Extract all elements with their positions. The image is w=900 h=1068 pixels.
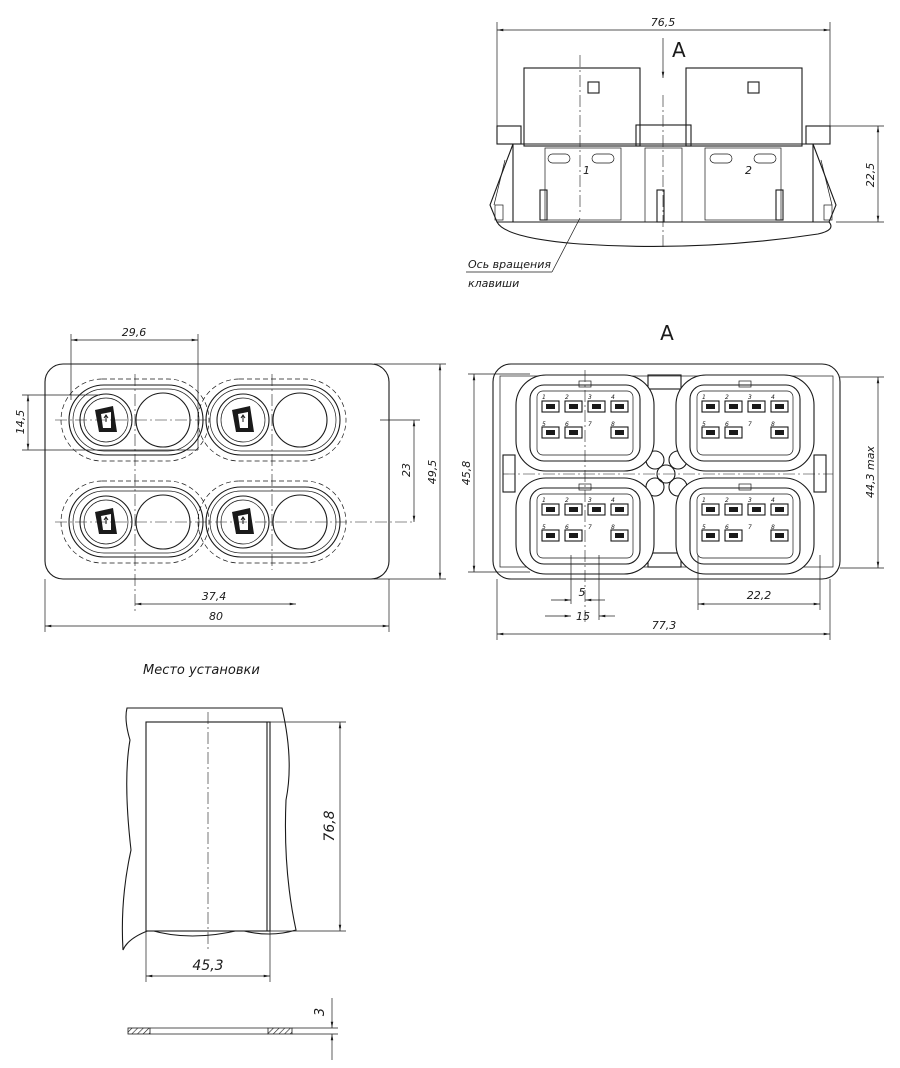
pin-label: 4 (771, 394, 775, 401)
dim-height: 49,5 (426, 460, 439, 485)
top-right-number: 2 (745, 164, 752, 177)
pin-label: 6 (565, 524, 569, 531)
pin-label: 1 (702, 497, 706, 504)
dim-height-small: 14,5 (14, 410, 27, 435)
pin-label: 8 (611, 421, 615, 428)
dim-center: 37,4 (202, 590, 227, 603)
pin-label: 8 (611, 524, 615, 531)
pin-label: 6 (725, 524, 729, 531)
top-view: 76,5 A 1 2 (466, 16, 884, 290)
front-view: 29,6 14,5 23 49,5 37,4 80 (14, 326, 446, 632)
axis-note-line1: Ось вращения (468, 258, 551, 271)
connector-block: 5 6 7 8 1 2 3 4 (675, 477, 815, 575)
pin-label: 1 (542, 497, 546, 504)
key-group (60, 378, 347, 564)
pin-label: 1 (542, 394, 546, 401)
pin-label: 8 (771, 421, 775, 428)
dim-pitch: 29,6 (122, 326, 147, 339)
window-lift-icon (95, 508, 117, 534)
pin-label: 3 (588, 394, 592, 401)
pin-label: 6 (725, 421, 729, 428)
pin-label: 2 (565, 497, 569, 504)
pin-label: 2 (725, 394, 729, 401)
pin-label: 7 (748, 421, 752, 428)
window-lift-icon (232, 508, 254, 534)
rear-height-right: 44,3 max (864, 446, 877, 498)
pin-label: 7 (588, 421, 592, 428)
pin-label: 2 (725, 497, 729, 504)
pin-label: 7 (588, 524, 592, 531)
pin-label: 5 (702, 524, 706, 531)
window-lift-icon (232, 406, 254, 432)
mount-thickness: 3 (313, 1008, 328, 1016)
top-height-dim: 22,5 (864, 163, 877, 188)
pin-label: 6 (565, 421, 569, 428)
pin-label: 4 (771, 497, 775, 504)
pin-label: 7 (748, 524, 752, 531)
window-lift-icon (95, 406, 117, 432)
pin-label: 4 (611, 497, 615, 504)
pin-label: 5 (542, 524, 546, 531)
pin-label: 1 (702, 394, 706, 401)
top-left-number: 1 (583, 164, 590, 177)
rear-dim-15: 15 (576, 610, 590, 623)
mount-title: Место установки (143, 663, 260, 678)
pin-label: 2 (565, 394, 569, 401)
pin-label: 8 (771, 524, 775, 531)
connector-group: 5 6 7 8 1 2 3 4 5 6 7 8 1 2 3 4 5 6 7 8 1 2 3 4 5 6 7 8 1 2 3 4 (515, 374, 815, 575)
pin-label: 5 (702, 421, 706, 428)
mount-width: 45,3 (192, 958, 223, 974)
rear-width: 77,3 (652, 619, 677, 632)
top-view-marker: A (672, 38, 686, 62)
mount-height: 76,8 (322, 810, 338, 841)
dim-width: 80 (209, 610, 223, 623)
mount-view: Место установки 76,8 45,3 3 (121, 663, 346, 1060)
pin-label: 3 (588, 497, 592, 504)
pin-label: 5 (542, 421, 546, 428)
top-width-dim: 76,5 (651, 16, 676, 29)
connector-block: 5 6 7 8 1 2 3 4 (675, 374, 815, 472)
rear-height-left: 45,8 (460, 461, 473, 486)
pin-label: 3 (748, 394, 752, 401)
pin-label: 3 (748, 497, 752, 504)
axis-note-line2: клавиши (468, 277, 519, 290)
rear-dim-5: 5 (579, 586, 586, 599)
rear-view-title: A (660, 321, 674, 345)
pin-label: 4 (611, 394, 615, 401)
dim-rows: 23 (400, 463, 413, 477)
rear-dim-22-2: 22,2 (747, 589, 772, 602)
